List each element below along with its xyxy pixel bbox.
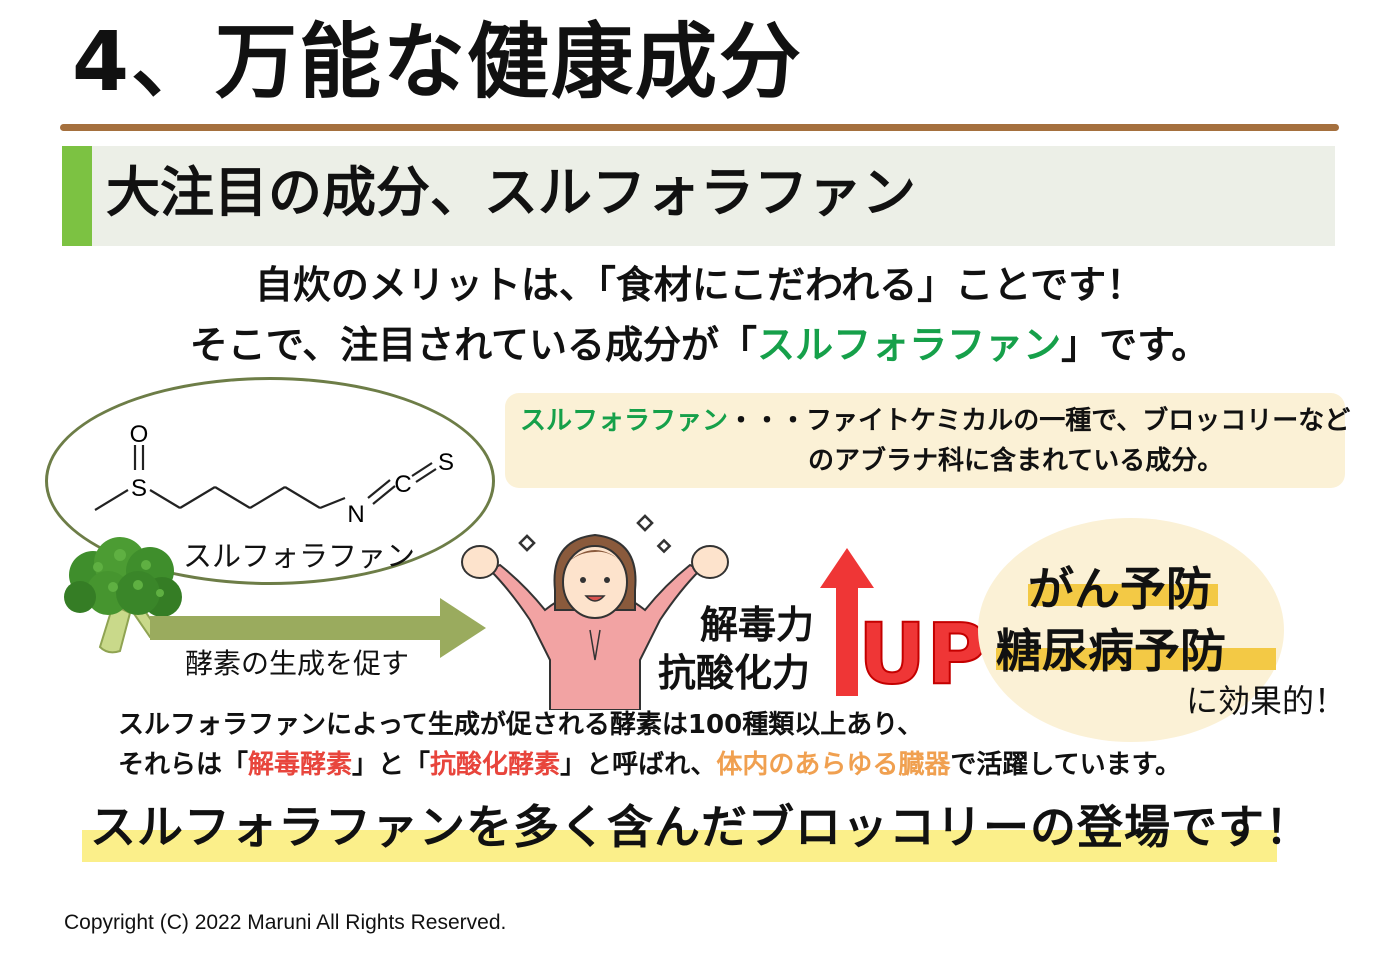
lead-line-2: そこで、注目されている成分が「スルフォラファン」です。: [0, 326, 1399, 364]
subtitle-band: [62, 146, 1335, 246]
subtitle-accent-bar: [62, 146, 92, 246]
antioxidant-enzyme-highlight: 抗酸化酵素: [430, 750, 561, 780]
atom-sulfur-2: S: [438, 449, 454, 476]
closing-highlight: [82, 830, 1277, 862]
detox-enzyme-highlight: 解毒酵素: [248, 750, 353, 780]
definition-line-1: スルフォラファン・・・ファイトケミカルの一種で、ブロッコリーなど: [520, 408, 1350, 434]
body-line-2-part-e: 」と呼ばれ、: [560, 750, 717, 780]
copyright: Copyright (C) 2022 Maruni All Rights Res…: [64, 911, 507, 934]
molecule-structure: O S N C S: [94, 421, 454, 528]
atom-oxygen: O: [130, 421, 149, 448]
lead-line-1: 自炊のメリットは、「食材にこだわれる」ことです！: [254, 263, 1145, 307]
lead-line-2-before: そこで、注目されている成分が「: [189, 323, 758, 367]
lead-line-2-after: 」です。: [1061, 323, 1210, 367]
atom-nitrogen: N: [347, 501, 364, 528]
molecule-ellipse: [45, 377, 495, 585]
closing-statement: スルフォラファンを多く含んだブロッコリーの登場です！: [90, 800, 1312, 854]
effect-highlight-1: [1028, 584, 1218, 606]
up-label: UP: [857, 605, 989, 703]
atom-sulfur-1: S: [131, 475, 147, 502]
page-title: 4、万能な健康成分: [72, 15, 804, 110]
effect-diabetes-prevention: 糖尿病予防: [996, 624, 1226, 678]
happy-woman-illustration: [461, 514, 729, 710]
title-divider: [60, 124, 1339, 131]
right-arrow-icon: [150, 598, 486, 658]
effect-ellipse: [978, 518, 1284, 742]
body-line-2: それらは「解毒酵素」と「抗酸化酵素」と呼ばれ、体内のあらゆる臓器で活躍しています…: [118, 752, 1181, 778]
effect-cancer-prevention: がん予防: [1028, 562, 1212, 616]
definition-line-2: のアブラナ科に含まれている成分。: [808, 446, 1224, 476]
subtitle: 大注目の成分、スルフォラファン: [106, 161, 916, 224]
body-line-2-part-a: それらは「: [118, 750, 249, 780]
molecule-label: スルフォラファン: [183, 539, 416, 573]
definition-box: [505, 393, 1345, 488]
atom-carbon: C: [394, 471, 411, 498]
up-arrow-icon: [820, 548, 874, 696]
lead-highlight: スルフォラファン: [757, 323, 1062, 367]
definition-line-1-rest: ・・・ファイトケミカルの一種で、ブロッコリーなど: [728, 406, 1351, 436]
body-line-1: スルフォラファンによって生成が促される酵素は100種類以上あり、: [118, 710, 924, 740]
effect-highlight-2: [996, 648, 1276, 670]
enzyme-label: 酵素の生成を促す: [185, 647, 410, 680]
effect-effective-label: に効果的！: [1186, 682, 1347, 720]
broccoli-icon: [64, 537, 182, 654]
body-line-2-part-g: で活躍しています。: [950, 750, 1181, 780]
antioxidant-power-label: 抗酸化力: [658, 651, 811, 695]
detox-power-label: 解毒力: [700, 603, 815, 647]
definition-term: スルフォラファン: [520, 406, 729, 436]
organs-highlight: 体内のあらゆる臓器: [716, 750, 951, 780]
body-line-2-part-c: 」と「: [352, 750, 431, 780]
